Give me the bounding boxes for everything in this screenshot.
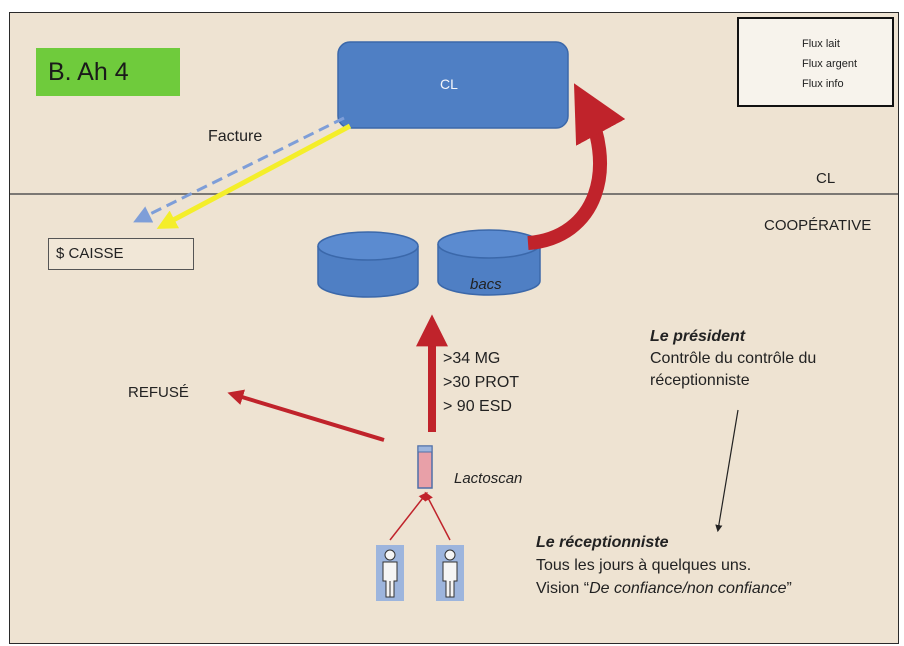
info-flow-arrow	[133, 116, 345, 223]
lactoscan-device-icon	[417, 445, 433, 489]
threshold-mg: >34 MG	[443, 350, 501, 367]
producer-left-to-lactoscan-line	[389, 491, 428, 541]
legend-money-label: Flux argent	[802, 58, 858, 70]
receptionniste-line1: Tous les jours à quelques uns.	[536, 557, 752, 574]
threshold-esd: > 90 ESD	[443, 398, 512, 415]
threshold-prot: >30 PROT	[443, 374, 520, 391]
milk-flow-to-cl-arrow	[527, 83, 626, 250]
refused-label: REFUSÉ	[128, 384, 189, 401]
vision-italic-text: De confiance/non confiance	[589, 580, 787, 597]
money-flow-arrow	[156, 123, 352, 229]
producer-right-icon	[436, 545, 464, 601]
facture-label: Facture	[208, 128, 263, 145]
president-to-receptionniste-arrow	[715, 409, 739, 533]
slide-title: B. Ah 4	[36, 48, 180, 96]
president-title: Le président	[650, 328, 746, 345]
caisse-node: $ CAISSE	[48, 238, 194, 270]
vision-prefix: Vision “	[536, 580, 590, 597]
lactoscan-label: Lactoscan	[454, 470, 523, 487]
president-line1: Contrôle du contrôle du	[650, 350, 817, 367]
vision-suffix: ”	[786, 580, 792, 597]
zone-cooperative-label: COOPÉRATIVE	[764, 217, 872, 234]
bacs-label: bacs	[470, 276, 502, 293]
cl-node-box	[337, 41, 569, 129]
milk-tank-left	[317, 231, 419, 298]
legend-box	[737, 17, 894, 107]
receptionniste-vision: Vision “De confiance/non confiance”	[536, 580, 792, 598]
legend-info-label: Flux info	[802, 78, 844, 90]
president-line2: réceptionniste	[650, 372, 750, 389]
milk-tank-bacs	[437, 229, 541, 296]
refused-flow-arrow	[227, 389, 385, 442]
producer-left-icon	[376, 545, 404, 601]
receptionniste-title: Le réceptionniste	[536, 534, 669, 551]
zone-cl-label: CL	[816, 170, 836, 187]
legend-milk-label: Flux lait	[802, 38, 840, 50]
cl-node-label: CL	[440, 76, 458, 92]
producer-right-to-lactoscan-line	[424, 491, 451, 541]
